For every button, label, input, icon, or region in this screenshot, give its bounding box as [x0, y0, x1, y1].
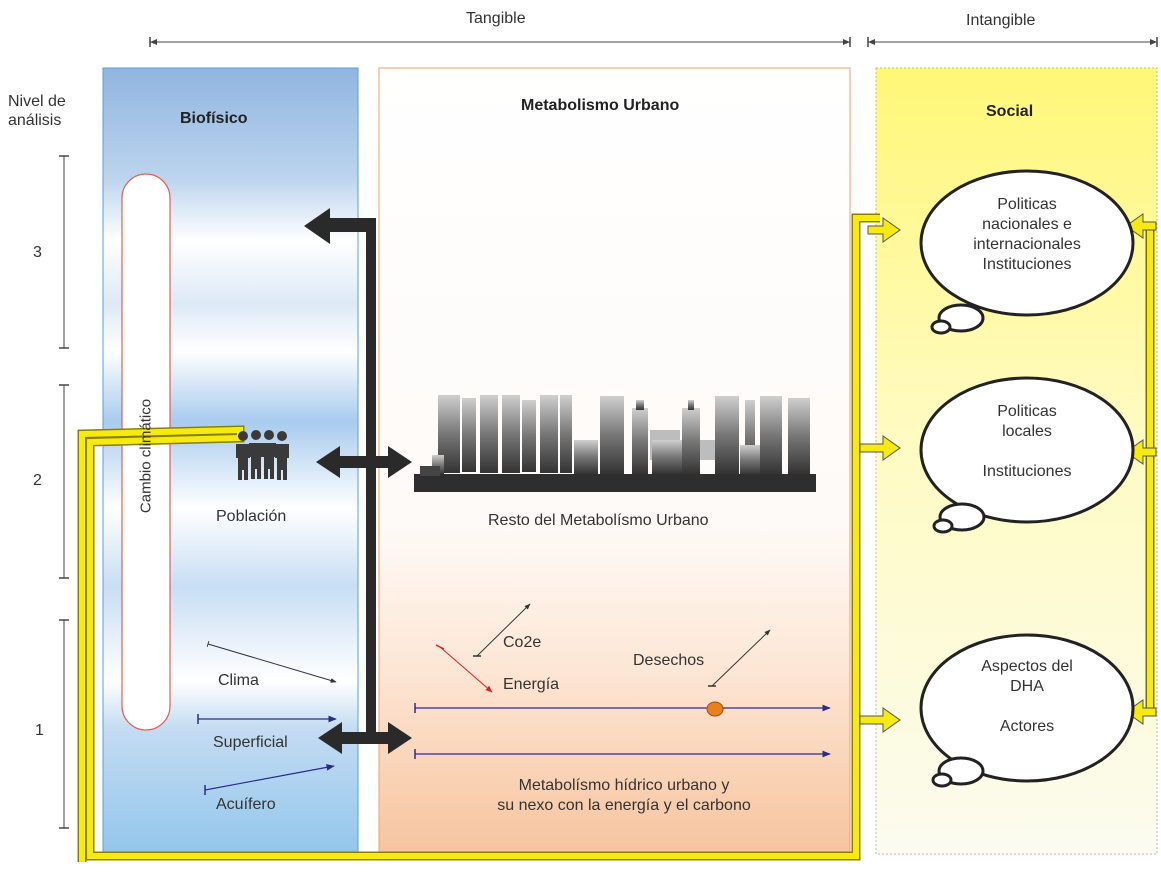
climate-change-bar — [121, 173, 171, 731]
black-connector-arrows — [304, 208, 412, 754]
thought-bubble-2 — [919, 376, 1135, 534]
bubble-1-text: Aspectos del DHA Actores — [981, 658, 1073, 735]
level-1-label: 1 — [35, 722, 44, 739]
social-title: Social — [986, 103, 1034, 120]
city-skyline-icon — [414, 395, 816, 492]
level-axis-title: Nivel de análisis — [8, 93, 66, 129]
intangible-range-bar — [867, 37, 1158, 47]
bubble-3-text: Politicas nacionales e internacionales I… — [973, 196, 1081, 273]
yellow-feedback-arrow — [77, 213, 880, 862]
tangible-label: Tangible — [466, 10, 526, 27]
clima-arrow — [206, 640, 337, 683]
thought-bubble-3 — [919, 169, 1135, 335]
yellow-arrow-to-bubble-3 — [867, 217, 901, 243]
waste-node-dot — [706, 701, 724, 717]
level-3-range — [59, 155, 69, 349]
level-1-range — [59, 619, 69, 829]
superficial-arrow — [197, 714, 337, 724]
water-flow-arrow-bottom — [414, 749, 831, 759]
level-2-range — [59, 384, 69, 579]
acuifero-arrow — [204, 764, 335, 795]
level-2-label: 2 — [33, 472, 42, 489]
co2e-arrow — [473, 603, 531, 657]
yellow-arrow-to-bubble-2 — [859, 435, 901, 461]
intangible-label: Intangible — [966, 12, 1036, 29]
yellow-arrow-to-bubble-1 — [859, 707, 901, 733]
population-icon — [236, 430, 289, 480]
tangible-range-bar — [149, 37, 851, 47]
metabolismo-title: Metabolismo Urbano — [521, 97, 680, 114]
poblacion-label: Población — [216, 508, 287, 525]
superficial-label: Superficial — [213, 734, 288, 751]
energia-label: Energía — [503, 676, 560, 693]
level-3-label: 3 — [33, 244, 42, 261]
water-flow-arrow-top — [414, 703, 831, 713]
resto-metabolismo-label: Resto del Metabolísmo Urbano — [488, 512, 709, 529]
bubble-2-text: Politicas locales Instituciones — [982, 403, 1072, 480]
hidrico-label: Metabolísmo hídrico urbano y su nexo con… — [497, 777, 751, 814]
acuifero-label: Acuífero — [216, 796, 276, 813]
energia-arrow — [435, 644, 493, 693]
desechos-arrow — [708, 629, 771, 687]
thought-bubble-1 — [919, 633, 1135, 788]
desechos-label: Desechos — [633, 652, 705, 669]
co2e-label: Co2e — [503, 634, 542, 651]
yellow-return-right — [1125, 213, 1157, 725]
biofisico-title: Biofísico — [180, 110, 248, 127]
clima-label: Clima — [218, 672, 259, 689]
climate-change-label: Cambio climático — [137, 398, 155, 514]
